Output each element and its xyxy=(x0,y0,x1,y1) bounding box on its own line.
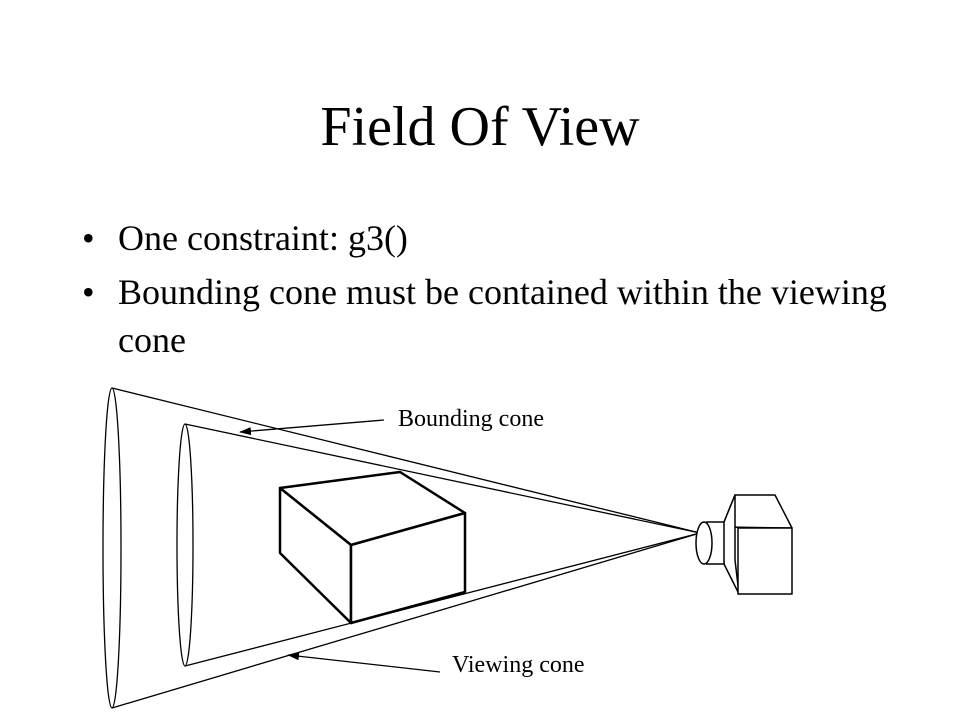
camera-body-front xyxy=(737,527,793,595)
bounding-cone-base-ellipse xyxy=(176,423,194,667)
camera-icon xyxy=(695,494,793,595)
bounding-cone xyxy=(176,423,701,667)
bullet-text: Bounding cone must be contained within t… xyxy=(118,272,887,360)
bullet-item: • One constraint: g3() xyxy=(82,214,912,262)
camera-lens-face xyxy=(695,521,713,565)
bullet-list: • One constraint: g3() • Bounding cone m… xyxy=(82,214,912,370)
bounding-cone-pointer-arrow xyxy=(239,419,385,436)
viewing-cone xyxy=(102,387,701,709)
viewing-cone-upper-edge xyxy=(111,387,701,534)
bullet-marker: • xyxy=(82,218,95,258)
bounding-cone-label: Bounding cone xyxy=(398,406,544,432)
viewing-cone-lower-edge xyxy=(111,532,701,709)
viewing-cone-label: Viewing cone xyxy=(452,652,585,678)
box-object xyxy=(278,470,467,625)
viewing-cone-pointer-arrow xyxy=(287,652,441,673)
box-front-face xyxy=(349,511,467,625)
slide-title: Field Of View xyxy=(320,96,640,158)
viewing-cone-base-ellipse xyxy=(102,387,122,709)
bullet-item: • Bounding cone must be contained within… xyxy=(82,268,912,364)
bounding-cone-upper-edge xyxy=(184,423,701,534)
bounding-cone-lower-edge xyxy=(184,532,701,667)
bullet-marker: • xyxy=(82,272,95,312)
bullet-text: One constraint: g3() xyxy=(118,218,408,258)
